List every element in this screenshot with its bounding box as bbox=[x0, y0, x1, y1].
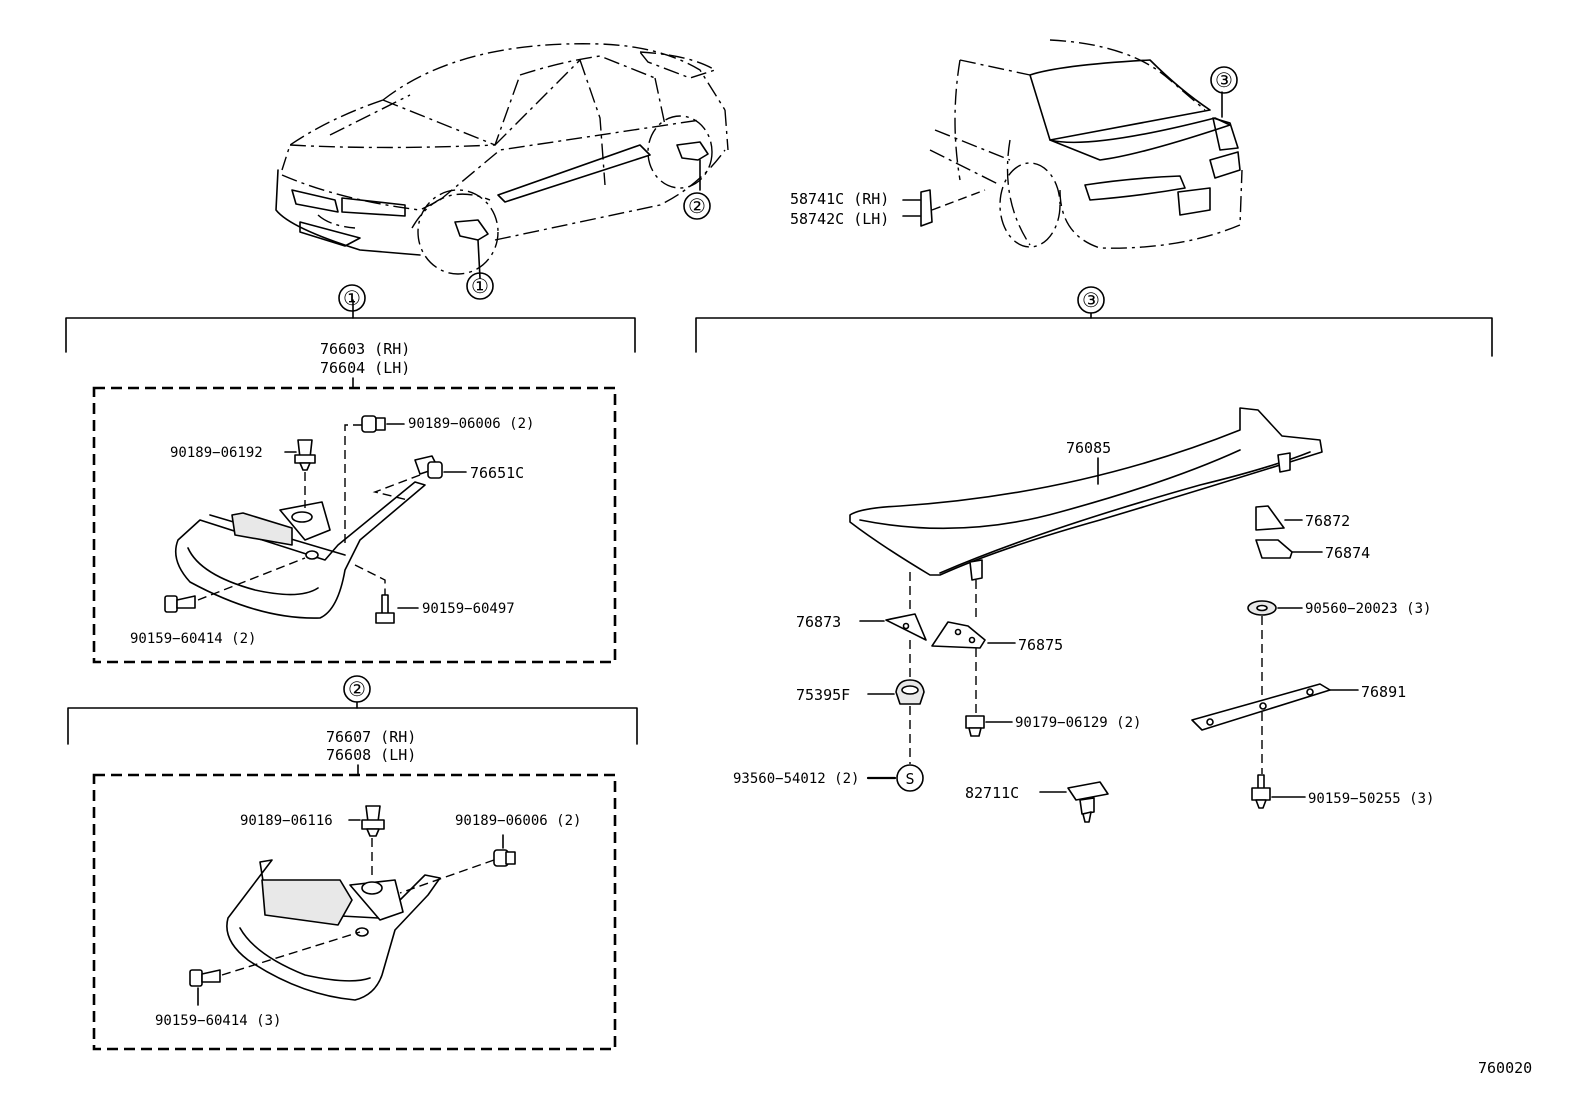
clip-90189-06116-icon bbox=[361, 805, 385, 837]
clip-90189-06006-g2-icon bbox=[493, 849, 516, 867]
label-76603: 76603 (RH) bbox=[320, 340, 410, 358]
bracket-76872-icon bbox=[1255, 505, 1285, 531]
label-90189-06006-g1: 90189−06006 (2) bbox=[408, 416, 534, 432]
callout-2-car: ② bbox=[688, 194, 706, 218]
callout-1: ① bbox=[343, 286, 361, 310]
screw-90159-60414-icon bbox=[164, 595, 196, 613]
group-1-header: ① 76603 (RH) 76604 (LH) bbox=[65, 284, 636, 389]
label-93560-54012: 93560−54012 (2) bbox=[733, 771, 859, 787]
bracket-76874-icon bbox=[1255, 539, 1293, 559]
label-90189-06116: 90189−06116 bbox=[240, 813, 333, 829]
label-58741c: 58741C (RH) bbox=[790, 190, 889, 208]
label-82711c: 82711C bbox=[965, 784, 1019, 802]
label-76873: 76873 bbox=[796, 613, 841, 631]
label-76604: 76604 (LH) bbox=[320, 359, 410, 377]
callout-2: ② bbox=[348, 677, 366, 701]
diagram-code: 760020 bbox=[1478, 1059, 1532, 1077]
label-s-mark: S bbox=[905, 770, 914, 788]
label-76872: 76872 bbox=[1305, 512, 1350, 530]
screw-90159-60414-g2-icon bbox=[189, 969, 221, 987]
group-3-parts: 76085 76872 76874 90560−20023 (3) 76873 … bbox=[733, 407, 1434, 823]
screw-90159-60497-icon bbox=[375, 594, 395, 624]
callout-3-car: ③ bbox=[1215, 68, 1233, 92]
group-3-header: ③ bbox=[695, 286, 1493, 357]
label-76085: 76085 bbox=[1066, 439, 1111, 457]
label-58742c: 58742C (LH) bbox=[790, 210, 889, 228]
label-75395f: 75395F bbox=[796, 686, 850, 704]
label-90189-06192: 90189−06192 bbox=[170, 445, 263, 461]
rear-spoiler-76085 bbox=[849, 407, 1323, 576]
nut-90179-06129-icon bbox=[965, 715, 985, 737]
callout-1-car: ① bbox=[471, 274, 489, 298]
group-2-header: ② 76607 (RH) 76608 (LH) bbox=[67, 675, 638, 776]
label-90159-60414-g1: 90159−60414 (2) bbox=[130, 631, 256, 647]
label-76651c: 76651C bbox=[470, 464, 524, 482]
group-2-box bbox=[92, 773, 617, 1051]
label-76608: 76608 (LH) bbox=[326, 746, 416, 764]
car-rear-view: 58741C (RH) 58742C (LH) ③ bbox=[790, 39, 1243, 249]
label-90560-20023: 90560−20023 (3) bbox=[1305, 601, 1431, 617]
car-front-view: ① ② bbox=[275, 43, 729, 300]
label-76891: 76891 bbox=[1361, 683, 1406, 701]
label-90159-50255: 90159−50255 (3) bbox=[1308, 791, 1434, 807]
grommet-75395f-icon bbox=[895, 679, 925, 705]
callout-3: ③ bbox=[1082, 288, 1100, 312]
label-76874: 76874 bbox=[1325, 544, 1370, 562]
label-90189-06006-g2: 90189−06006 (2) bbox=[455, 813, 581, 829]
group-2-parts: 90189−06116 90189−06006 (2) 90159−60414 … bbox=[155, 805, 581, 1029]
label-76607: 76607 (RH) bbox=[326, 728, 416, 746]
label-90159-60497: 90159−60497 bbox=[422, 601, 515, 617]
clip-90189-06006-icon bbox=[361, 415, 386, 433]
s-mark-icon bbox=[896, 764, 924, 792]
label-76875: 76875 bbox=[1018, 636, 1063, 654]
group-1-parts: 90189−06006 (2) 90189−06192 76651C 90159… bbox=[130, 415, 534, 647]
group-1-box bbox=[92, 386, 617, 664]
label-90159-60414-g2: 90159−60414 (3) bbox=[155, 1013, 281, 1029]
clip-82711c-icon bbox=[1067, 781, 1109, 823]
bolt-90159-50255-icon bbox=[1251, 774, 1271, 809]
clip-76651c-icon bbox=[414, 455, 443, 479]
label-90179-06129: 90179−06129 (2) bbox=[1015, 715, 1141, 731]
clip-90189-06192-icon bbox=[294, 439, 316, 471]
